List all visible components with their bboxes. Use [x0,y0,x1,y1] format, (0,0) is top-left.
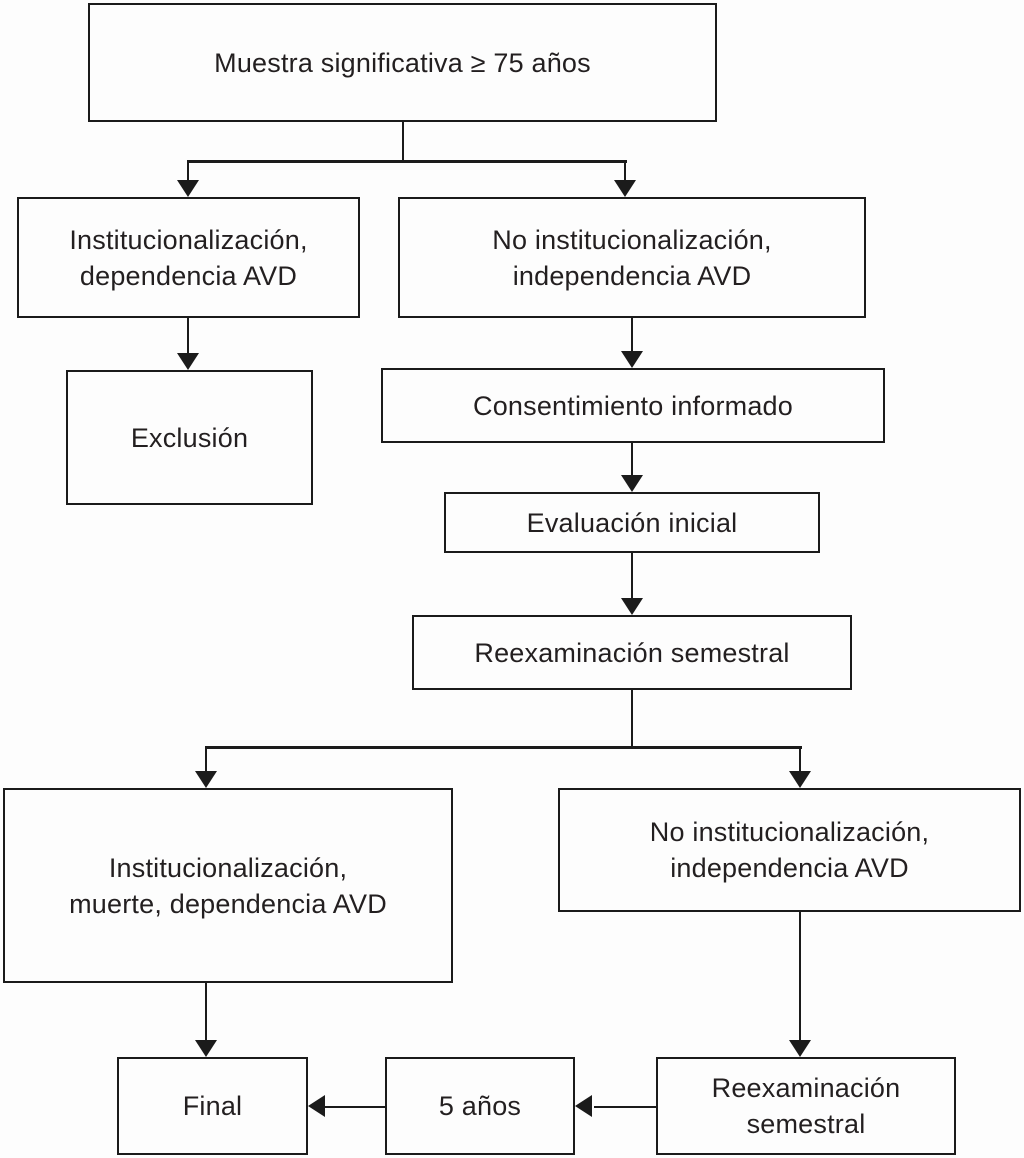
arrowhead-down-icon [789,1040,811,1057]
connector-to-consentimiento [630,318,634,353]
connector-muestra-stem [401,122,405,161]
arrowhead-down-icon [621,351,643,368]
flow-node-label: Institucionalización, muerte, dependenci… [69,852,387,919]
connector-to-exclusion [186,318,190,355]
connector-to-reexaminacion-1 [630,553,634,600]
flow-node-5-anos: 5 años [385,1057,575,1155]
connector-to-reexaminacion-2 [798,912,802,1042]
flow-node-label: Institucionalización, dependencia AVD [69,224,308,291]
connector-to-no-inst-1 [623,160,627,182]
arrowhead-down-icon [195,1040,217,1057]
arrowhead-left-icon [308,1095,325,1117]
arrowhead-down-icon [195,771,217,788]
flow-node-no-institucionalizacion-2: No institucionalización, independencia A… [558,788,1021,912]
connector-to-cinco-anos [594,1105,656,1109]
connector-to-evaluacion [630,443,634,477]
connector-to-inst-dep [186,160,190,182]
flow-node-label: Final [182,1091,243,1121]
flow-node-muestra-significativa: Muestra significativa ≥ 75 años [88,3,717,122]
flow-node-label: Reexaminación semestral [711,1073,901,1139]
connector-to-inst-muerte [204,746,208,773]
flow-node-institucionalizacion-muerte-dependencia: Institucionalización, muerte, dependenci… [3,788,453,983]
flow-node-evaluacion-inicial: Evaluación inicial [444,492,820,553]
flow-node-no-institucionalizacion-1: No institucionalización, independencia A… [398,197,866,318]
flow-node-exclusion: Exclusión [66,370,313,505]
arrowhead-down-icon [789,771,811,788]
flow-node-label: Exclusión [130,422,249,453]
flow-node-reexaminacion-semestral-1: Reexaminación semestral [412,615,852,690]
arrowhead-down-icon [621,598,643,615]
flow-node-label: Consentimiento informado [473,390,793,421]
connector-reexaminacion-stem [630,690,634,749]
flow-node-label: No institucionalización, independencia A… [649,817,930,883]
flow-node-label: Evaluación inicial [526,507,738,538]
flow-node-institucionalizacion-dependencia: Institucionalización, dependencia AVD [17,197,360,318]
flow-node-final: Final [117,1057,308,1155]
flow-node-reexaminacion-semestral-2: Reexaminación semestral [656,1057,956,1155]
arrowhead-down-icon [614,180,636,197]
arrowhead-down-icon [177,180,199,197]
flow-node-consentimiento-informado: Consentimiento informado [381,368,885,443]
connector-to-no-inst-2 [798,746,802,773]
arrowhead-down-icon [621,475,643,492]
flow-node-label: Muestra significativa ≥ 75 años [214,47,591,78]
arrowhead-down-icon [177,353,199,370]
flow-node-label: 5 años [438,1091,522,1121]
connector-muestra-branch [186,160,627,163]
connector-reexaminacion-branch [204,746,802,749]
flow-node-label: Reexaminación semestral [474,637,790,668]
flow-node-label: No institucionalización, independencia A… [492,224,772,291]
connector-to-final [204,983,208,1042]
arrowhead-left-icon [575,1095,592,1117]
connector-cinco-anos-to-final [324,1105,385,1109]
